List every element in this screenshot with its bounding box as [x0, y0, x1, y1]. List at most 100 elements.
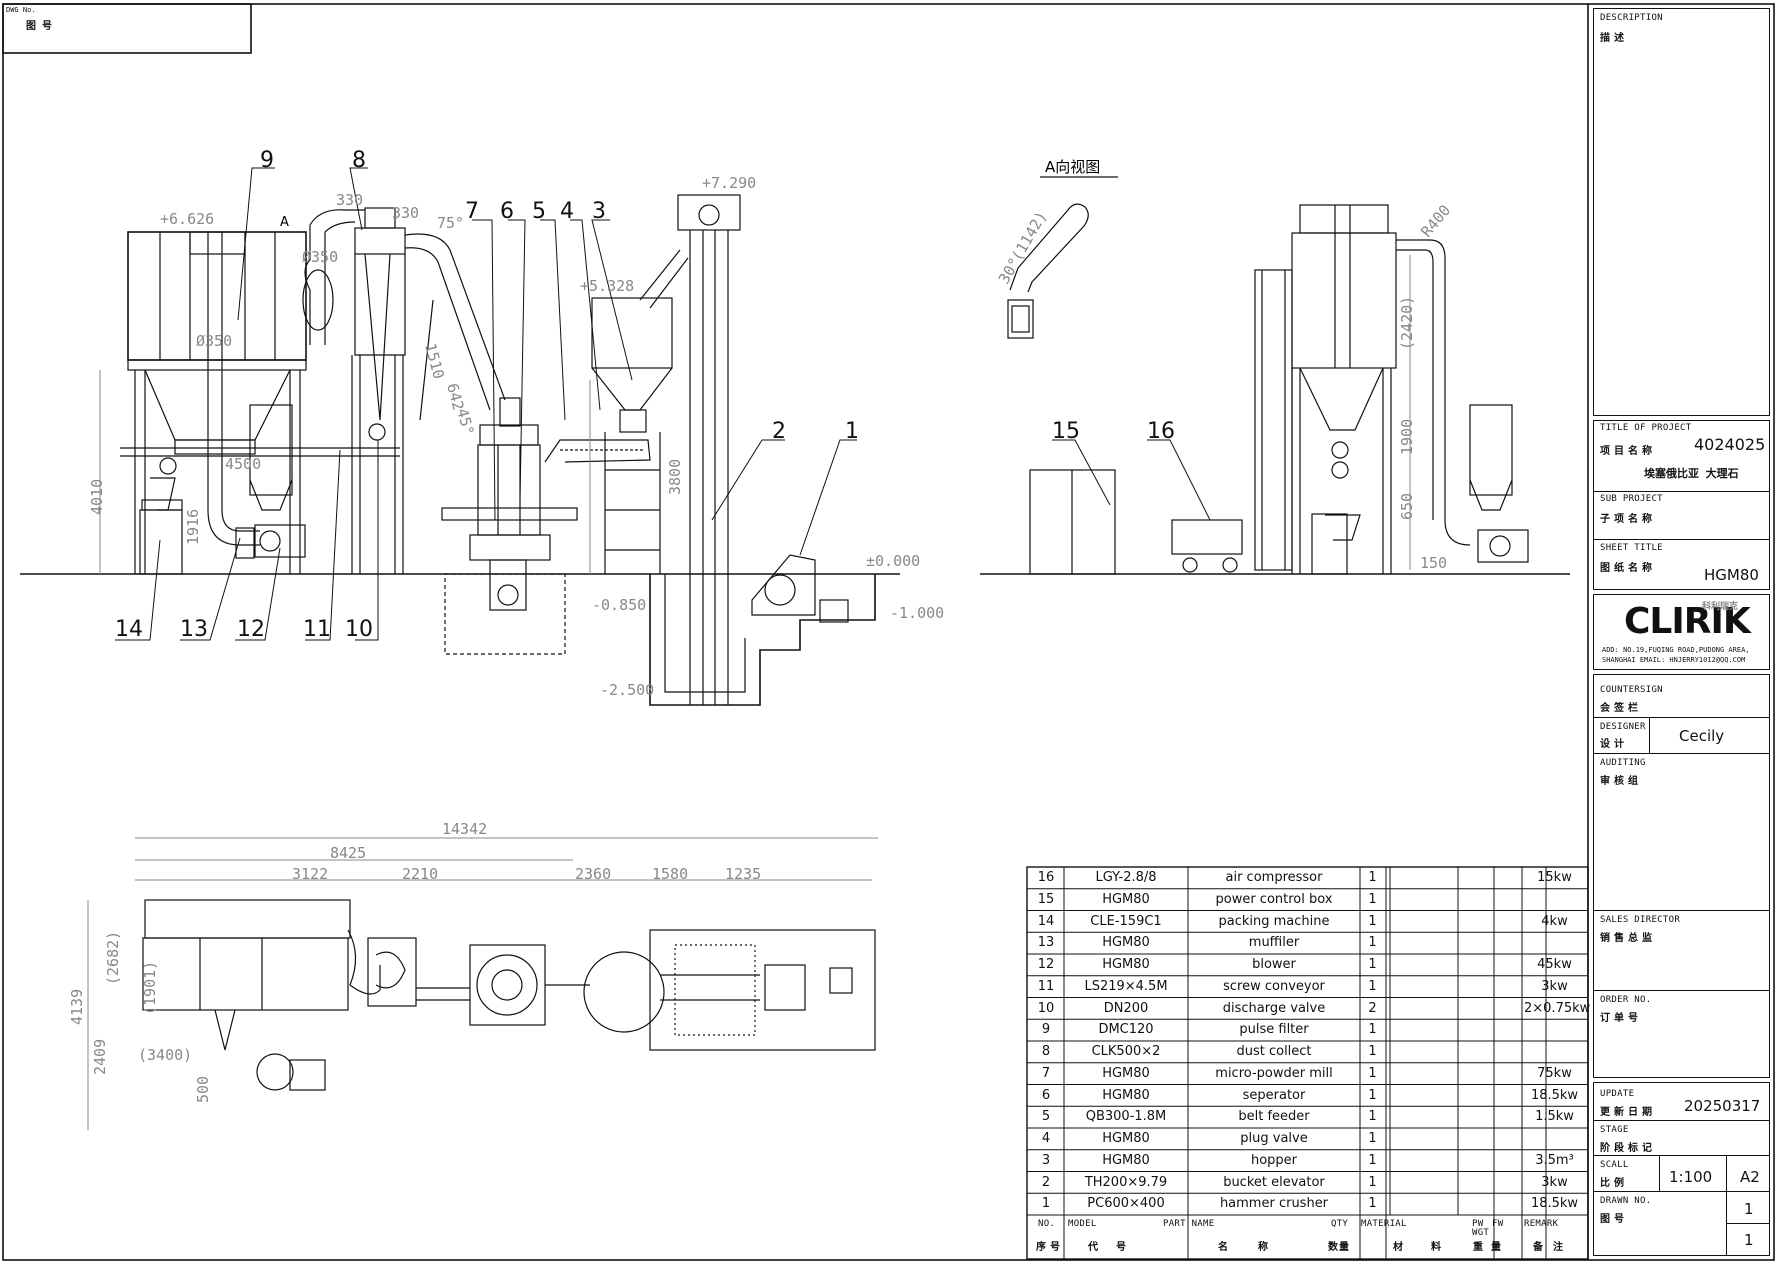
bom-model: HGM80: [1102, 1152, 1150, 1168]
bom-remark: 15kw: [1537, 870, 1572, 885]
dim-150: 150: [1420, 554, 1447, 572]
balloon-13: 13: [180, 617, 208, 642]
front-elevation-view: [20, 194, 900, 706]
bom-qty: 1: [1368, 1044, 1377, 1059]
description-box: DESCRIPTION 描述: [1593, 8, 1770, 416]
bom-no: 11: [1037, 978, 1055, 994]
bom-grid: [1026, 866, 1589, 1260]
bom-remark: 2×0.75kw: [1524, 1000, 1591, 1016]
bom-header-material: MATERIAL: [1361, 1219, 1407, 1229]
a-direction-mark: A: [280, 215, 289, 230]
dim-elev-pit2: -2.500: [600, 681, 654, 699]
bom-part-name: plug valve: [1240, 1131, 1308, 1146]
bom-part-name: belt feeder: [1238, 1109, 1310, 1125]
bom-header-qty: QTY: [1331, 1219, 1349, 1229]
bom-no: 2: [1041, 1174, 1051, 1190]
bom-header-fw: FW: [1492, 1219, 1504, 1229]
countersign-label-cn: 会签栏: [1600, 703, 1642, 714]
bom-remark: 18.5kw: [1530, 1087, 1579, 1103]
drawn-no-value-2: 1: [1744, 1231, 1754, 1249]
dim-1900: 1900: [1398, 419, 1416, 455]
bom-model: QB300-1.8M: [1085, 1109, 1167, 1125]
dwg-no-label-cn: 图号: [26, 21, 58, 32]
balloon-7: 7: [465, 199, 479, 224]
bom-header-weight-cn: 重量: [1473, 1242, 1509, 1253]
bom-no: 8: [1041, 1044, 1051, 1059]
balloon-10: 10: [345, 617, 373, 642]
bom-no: 12: [1037, 957, 1055, 972]
bom-model: DMC120: [1098, 1022, 1154, 1038]
bom-no: 4: [1041, 1131, 1051, 1146]
bom-no: 7: [1041, 1065, 1051, 1081]
bom-model: PC600×400: [1087, 1196, 1165, 1212]
balloon-3: 3: [592, 199, 606, 224]
a-view: [1007, 176, 1118, 339]
bom-part-name: packing machine: [1218, 913, 1330, 929]
dim-500: 500: [194, 1076, 212, 1103]
bom-no: 5: [1041, 1109, 1051, 1125]
bom-header-part-name: PART NAME: [1163, 1219, 1215, 1229]
company-address: ADD: NO.19,FUQING ROAD,PUDONG AREA,: [1602, 646, 1750, 654]
dim-elev-top-left: +6.626: [160, 210, 214, 228]
designer-name: Cecily: [1679, 727, 1725, 745]
bom-part-name: air compressor: [1225, 870, 1323, 885]
bom-part-name: micro-powder mill: [1215, 1065, 1333, 1081]
sheet-title-label: SHEET TITLE: [1600, 543, 1663, 553]
company-logo-chinese: 科利瑞克: [1702, 602, 1739, 612]
bom-header-name-cn: 名称: [1218, 1242, 1298, 1253]
scale-value: 1:100: [1669, 1168, 1713, 1186]
bom-qty: 1: [1368, 1196, 1377, 1212]
revision-box: UPDATE 更新日期 20250317 STAGE 阶段标记 SCALL 比例…: [1593, 1082, 1770, 1256]
bom-header-wgt: WGT: [1472, 1228, 1490, 1238]
bom-qty: 1: [1368, 1152, 1377, 1168]
bom-no: 9: [1041, 1022, 1051, 1038]
dim-8425: 8425: [330, 844, 366, 862]
dim-330b: 330: [392, 204, 419, 222]
dim-3800: 3800: [666, 459, 684, 495]
project-subtitle: 埃塞俄比亚 大理石: [1644, 467, 1739, 480]
dim-elev-elevator: +7.290: [702, 174, 756, 192]
sales-director-label-cn: 销售总监: [1600, 933, 1656, 944]
bom-part-name: blower: [1252, 957, 1296, 972]
dim-75deg: 75°: [437, 214, 464, 232]
dim-4500: 4500: [225, 455, 261, 473]
bom-qty: 1: [1368, 870, 1377, 885]
bom-model: HGM80: [1102, 957, 1150, 972]
update-label-cn: 更新日期: [1600, 1107, 1656, 1118]
bom-model: CLE-159C1: [1090, 913, 1162, 929]
designer-label: DESIGNER: [1600, 722, 1646, 732]
sub-project-label: SUB PROJECT: [1600, 494, 1663, 504]
side-elevation-view: [980, 204, 1570, 575]
bom-model: HGM80: [1102, 935, 1150, 951]
bom-part-name: hopper: [1250, 1152, 1298, 1168]
bom-part-name: muffiler: [1248, 935, 1300, 951]
bom-remark: 3kw: [1541, 978, 1568, 994]
project-box: TITLE OF PROJECT 项目名称 4024025 埃塞俄比亚 大理石 …: [1593, 420, 1770, 590]
balloon-8: 8: [352, 148, 366, 173]
bom-header-no: NO.: [1038, 1219, 1056, 1229]
balloon-11: 11: [303, 617, 331, 642]
drawn-no-label: DRAWN NO.: [1600, 1196, 1652, 1206]
plan-view: [142, 899, 876, 1091]
company-logo: CLIRIK: [1624, 601, 1751, 642]
dim-1580: 1580: [652, 865, 688, 883]
dim-2210: 2210: [402, 865, 438, 883]
dimension-lines: [87, 255, 1411, 1130]
bom-header-model-cn: 代号: [1088, 1242, 1144, 1253]
bom-no: 1: [1041, 1196, 1051, 1212]
dim-3400: (3400): [138, 1046, 192, 1064]
bom-qty: 1: [1368, 1087, 1377, 1103]
bom-qty: 1: [1368, 913, 1377, 929]
scale-label-cn: 比例: [1600, 1178, 1628, 1189]
project-number: 4024025: [1694, 435, 1766, 454]
bom-qty: 1: [1368, 978, 1377, 994]
bom-qty: 1: [1368, 957, 1377, 972]
